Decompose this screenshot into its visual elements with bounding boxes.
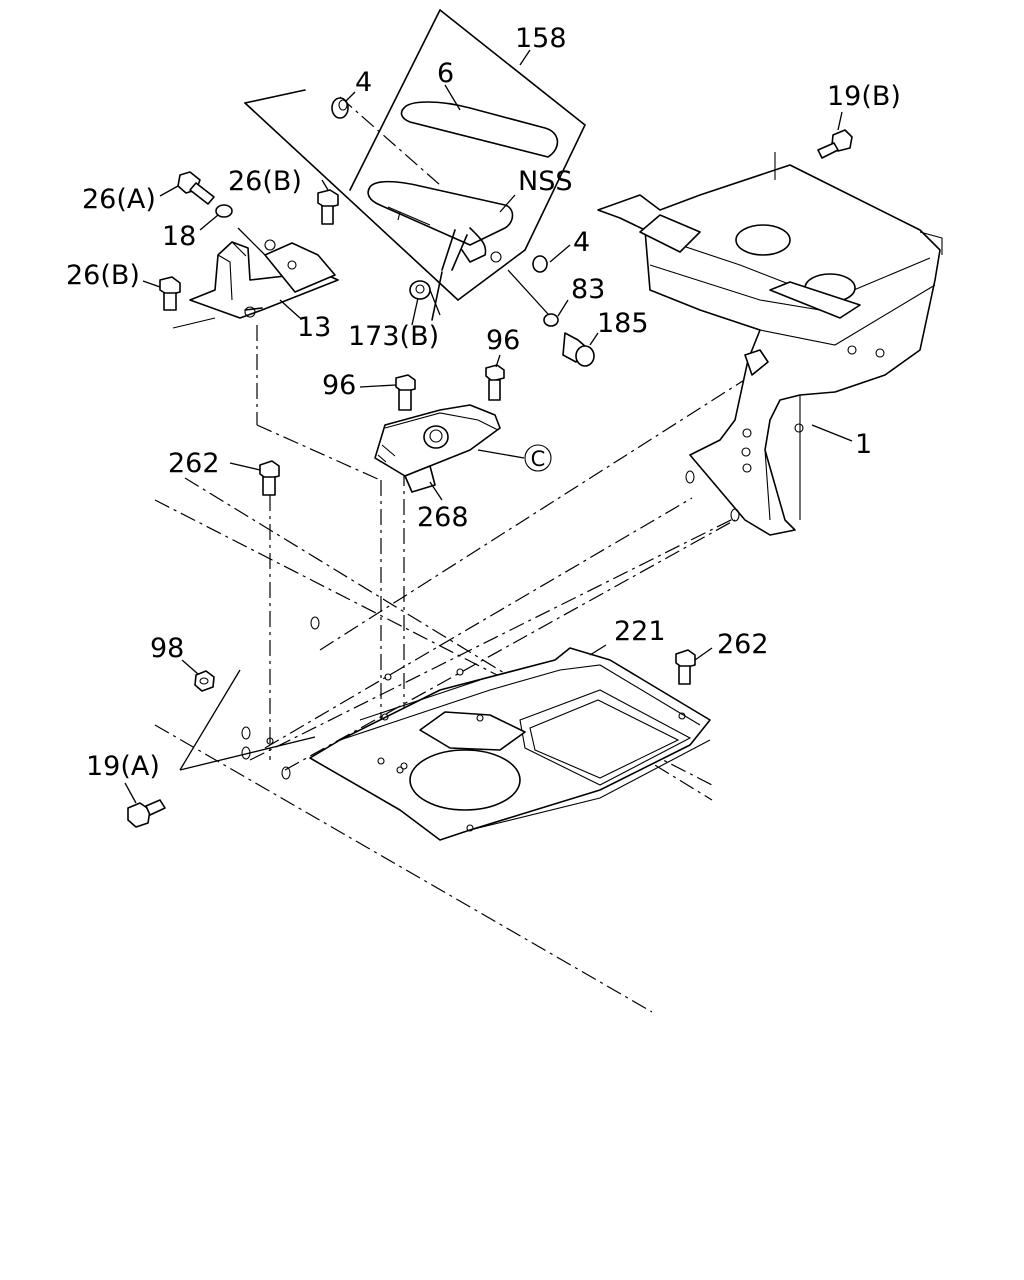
washer-part-18 (215, 204, 233, 218)
label-158: 158 (515, 23, 567, 54)
label-83: 83 (571, 274, 605, 305)
label-26b-left: 26(B) (66, 260, 140, 291)
bushing-part-4-top (331, 97, 349, 119)
floor-plate-part-221 (309, 647, 711, 841)
label-c: C (531, 447, 546, 471)
kit-158-outline (244, 9, 586, 301)
washer-part-83 (543, 313, 559, 327)
hole-markers (241, 470, 740, 780)
nut-part-173b (409, 280, 431, 300)
label-173b: 173(B) (348, 321, 439, 352)
lever-nss (367, 180, 514, 321)
label-96-left: 96 (322, 370, 356, 401)
shift-base-part-268 (374, 404, 501, 493)
label-221: 221 (614, 616, 666, 647)
leader-lines (124, 49, 853, 804)
label-4-top: 4 (355, 67, 372, 98)
bolt-part-19a (127, 799, 166, 828)
bolt-part-26b-left (159, 276, 181, 311)
bolt-part-26a (177, 171, 215, 205)
lever-bracket-part-13 (172, 239, 339, 329)
label-nss: NSS (518, 166, 572, 197)
reference-c-marker: C (524, 444, 552, 472)
cab-bracket-part-1 (597, 152, 943, 536)
nut-part-98 (194, 670, 215, 692)
label-1: 1 (855, 429, 872, 460)
label-98: 98 (150, 633, 184, 664)
bolt-part-262-left (259, 460, 280, 496)
label-19b: 19(B) (827, 81, 901, 112)
pin-part-185 (562, 332, 595, 367)
grip-cover-part-6 (400, 101, 559, 158)
label-26b-upper: 26(B) (228, 166, 302, 197)
bolt-part-262-right (675, 649, 696, 685)
bolt-part-96-left (395, 374, 416, 411)
callout-labels: 158 6 4 NSS 19(B) 26(A) 26(B) 18 26(B) 1… (66, 23, 901, 782)
label-262-left: 262 (168, 448, 220, 479)
bolt-part-26b-upper (317, 189, 339, 225)
label-26a: 26(A) (82, 184, 156, 215)
label-6: 6 (437, 58, 454, 89)
label-185: 185 (597, 308, 649, 339)
label-96-right: 96 (486, 325, 520, 356)
label-18: 18 (162, 221, 196, 252)
bushing-part-4-right (532, 255, 548, 273)
label-268: 268 (417, 502, 469, 533)
label-262-right: 262 (717, 629, 769, 660)
label-13: 13 (297, 312, 331, 343)
bolt-part-96-right (485, 364, 505, 401)
label-4-right: 4 (573, 227, 590, 258)
bolt-part-19b (817, 129, 853, 159)
label-19a: 19(A) (86, 751, 160, 782)
